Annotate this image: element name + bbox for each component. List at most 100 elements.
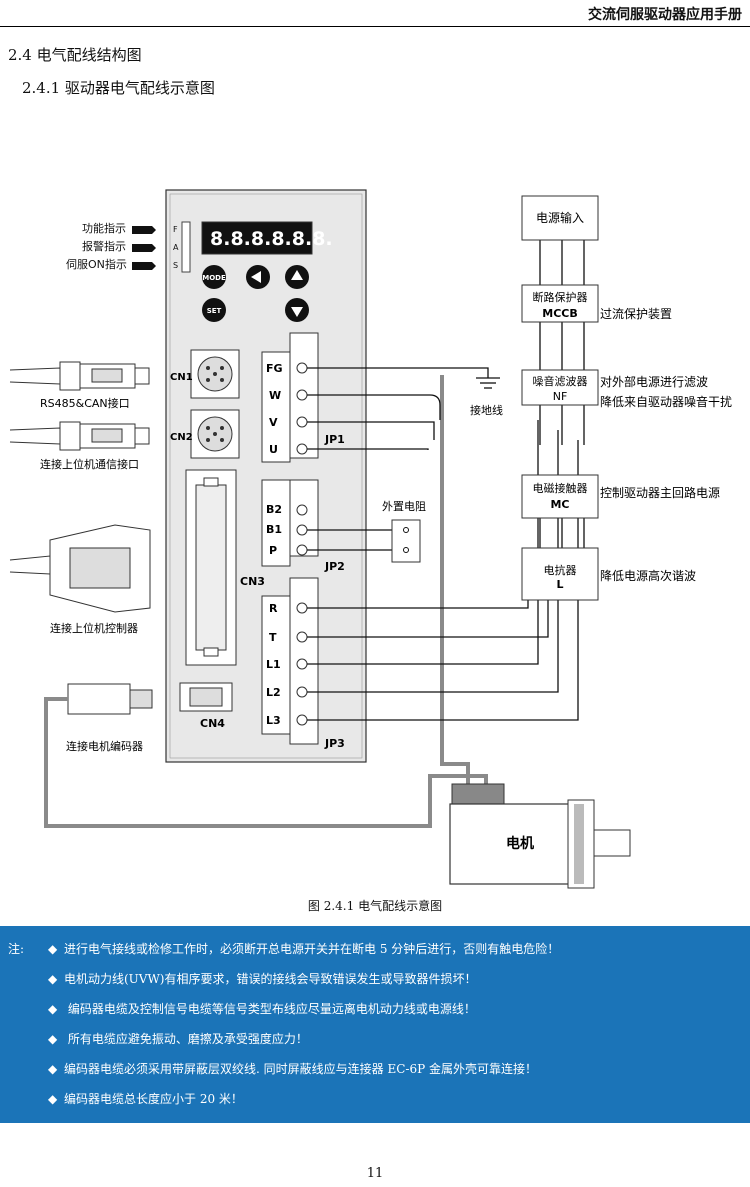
indicator-led-strip xyxy=(181,221,191,273)
page-number: 11 xyxy=(366,1166,384,1181)
diamond-bullet-icon: ◆ xyxy=(48,1032,58,1046)
arrow-down-icon xyxy=(291,307,303,317)
terminal-t: T xyxy=(269,631,277,644)
terminal-l3: L3 xyxy=(266,714,281,727)
rs485-can-label: RS485&CAN接口 xyxy=(40,397,130,410)
figure-caption: 图 2.4.1 电气配线示意图 xyxy=(307,899,443,913)
motor-label: 电机 xyxy=(506,835,534,852)
notes-panel: 注: ◆进行电气接线或检修工作时，必须断开总电源开关并在断电 5 分钟后进行，否… xyxy=(0,926,750,1123)
jp2-label: JP2 xyxy=(324,560,345,573)
jp3-label: JP3 xyxy=(324,737,345,750)
led-letter-s: S xyxy=(173,261,178,270)
motor xyxy=(449,783,631,889)
cn4-port xyxy=(179,682,233,712)
note-item: ◆ 所有电缆应避免振动、磨擦及承受强度应力！ xyxy=(48,1032,308,1046)
indicator-labels: 功能指示 报警指示 伺服ON指示 xyxy=(66,221,127,271)
mode-button[interactable]: MODE xyxy=(202,265,226,289)
cn3-label: CN3 xyxy=(240,575,265,588)
indicator-function-label: 功能指示 xyxy=(82,221,126,235)
arrow-up-icon xyxy=(291,270,303,280)
encoder-cable xyxy=(67,683,153,715)
nf-note-1: 对外部电源进行滤波 xyxy=(600,374,708,389)
host-controller-cable xyxy=(9,524,151,613)
terminal-l1: L1 xyxy=(266,658,281,671)
host-comm-cable xyxy=(9,421,150,451)
up-arrow-button[interactable] xyxy=(285,265,309,289)
ground-icon xyxy=(476,377,500,389)
nf-name: 噪音滤波器 xyxy=(533,374,588,388)
subsection-heading: 2.4.1 驱动器电气配线示意图 xyxy=(22,79,215,97)
note-item: ◆ 编码器电缆及控制信号电缆等信号类型布线应尽量远离电机动力线或电源线！ xyxy=(48,1002,476,1016)
power-input-label: 电源输入 xyxy=(536,210,584,225)
reactor-name: 电抗器 xyxy=(544,563,577,577)
terminal-l2: L2 xyxy=(266,686,281,699)
cn1-label: CN1 xyxy=(170,372,193,383)
led-letter-a: A xyxy=(173,243,179,252)
indicator-alarm-label: 报警指示 xyxy=(82,239,126,253)
note-item: ◆编码器电缆总长度应小于 20 米！ xyxy=(48,1092,243,1106)
reactor-box xyxy=(521,547,599,601)
diamond-bullet-icon: ◆ xyxy=(48,972,58,986)
indicator-pointers xyxy=(132,226,156,270)
mccb-name: 断路保护器 xyxy=(533,290,588,304)
indicator-servo-on-label: 伺服ON指示 xyxy=(66,257,127,271)
set-button[interactable]: SET xyxy=(202,298,226,322)
rs485-cable xyxy=(9,361,150,391)
display-digits: 8.8.8.8.8.8. xyxy=(210,228,333,250)
reactor-note: 降低电源高次谐波 xyxy=(600,568,696,583)
cn2-label: CN2 xyxy=(170,432,193,443)
nf-code: NF xyxy=(553,390,568,403)
left-arrow-button[interactable] xyxy=(246,265,270,289)
page-header: 交流伺服驱动器应用手册 xyxy=(0,0,750,27)
hand-pointer-icon xyxy=(132,226,156,234)
reactor-code: L xyxy=(556,578,563,591)
cn3-port xyxy=(185,469,237,666)
mc-code: MC xyxy=(550,498,569,511)
svg-text:MODE: MODE xyxy=(202,274,226,282)
note-item: ◆电机动力线(UVW)有相序要求，错误的接线会导致错误发生或导致器件损坏！ xyxy=(48,972,477,986)
encoder-label: 连接电机编码器 xyxy=(66,739,143,753)
diamond-bullet-icon: ◆ xyxy=(48,1002,58,1016)
terminal-b2: B2 xyxy=(266,503,282,516)
mc-note: 控制驱动器主回路电源 xyxy=(600,485,720,500)
arrow-left-icon xyxy=(251,271,261,283)
section-heading: 2.4 电气配线结构图 xyxy=(8,46,142,64)
terminal-b1: B1 xyxy=(266,523,282,536)
terminal-v: V xyxy=(269,416,278,429)
motor-power-cable-line xyxy=(440,375,470,790)
jp2-block xyxy=(261,479,319,567)
mc-box xyxy=(521,474,599,519)
diamond-bullet-icon: ◆ xyxy=(48,1092,58,1106)
cn2-port xyxy=(190,409,240,459)
diamond-bullet-icon: ◆ xyxy=(48,1062,58,1076)
seven-segment-display xyxy=(201,221,313,255)
down-arrow-button[interactable] xyxy=(285,298,309,322)
terminal-u: U xyxy=(269,443,278,456)
diamond-bullet-icon: ◆ xyxy=(48,942,58,956)
resistor-label: 外置电阻 xyxy=(382,500,426,513)
manual-title: 交流伺服驱动器应用手册 xyxy=(588,7,742,23)
hand-pointer-icon xyxy=(132,244,156,252)
power-input-box xyxy=(521,195,599,241)
note-item: ◆编码器电缆必须采用带屏蔽层双绞线. 同时屏蔽线应与连接器 EC-6P 金属外壳… xyxy=(48,1062,537,1076)
host-comm-label: 连接上位机通信接口 xyxy=(40,457,139,471)
nf-note-2: 降低来自驱动器噪音干扰 xyxy=(600,394,732,409)
power-chain: 电源输入 断路保护器 MCCB 过流保护装置 噪音滤波器 NF 对外部电源进行滤… xyxy=(521,195,732,601)
note-item: ◆进行电气接线或检修工作时，必须断开总电源开关并在断电 5 分钟后进行，否则有触… xyxy=(48,942,560,956)
host-controller-label: 连接上位机控制器 xyxy=(50,621,138,635)
terminal-r: R xyxy=(269,602,278,615)
wiring-diagram: 功能指示 报警指示 伺服ON指示 F A S 8.8.8.8.8.8. MODE… xyxy=(9,189,732,889)
led-letter-f: F xyxy=(173,225,178,234)
svg-text:SET: SET xyxy=(207,307,222,315)
mccb-note: 过流保护装置 xyxy=(600,307,672,321)
ground-label: 接地线 xyxy=(470,403,503,417)
external-resistor xyxy=(391,519,421,563)
hand-pointer-icon xyxy=(132,262,156,270)
notes-label: 注: xyxy=(8,942,25,956)
terminal-w: W xyxy=(269,389,281,402)
terminal-p: P xyxy=(269,544,277,557)
mccb-box xyxy=(521,284,599,323)
cn1-port xyxy=(190,349,240,399)
mccb-code: MCCB xyxy=(542,307,577,320)
terminal-fg: FG xyxy=(266,362,283,375)
